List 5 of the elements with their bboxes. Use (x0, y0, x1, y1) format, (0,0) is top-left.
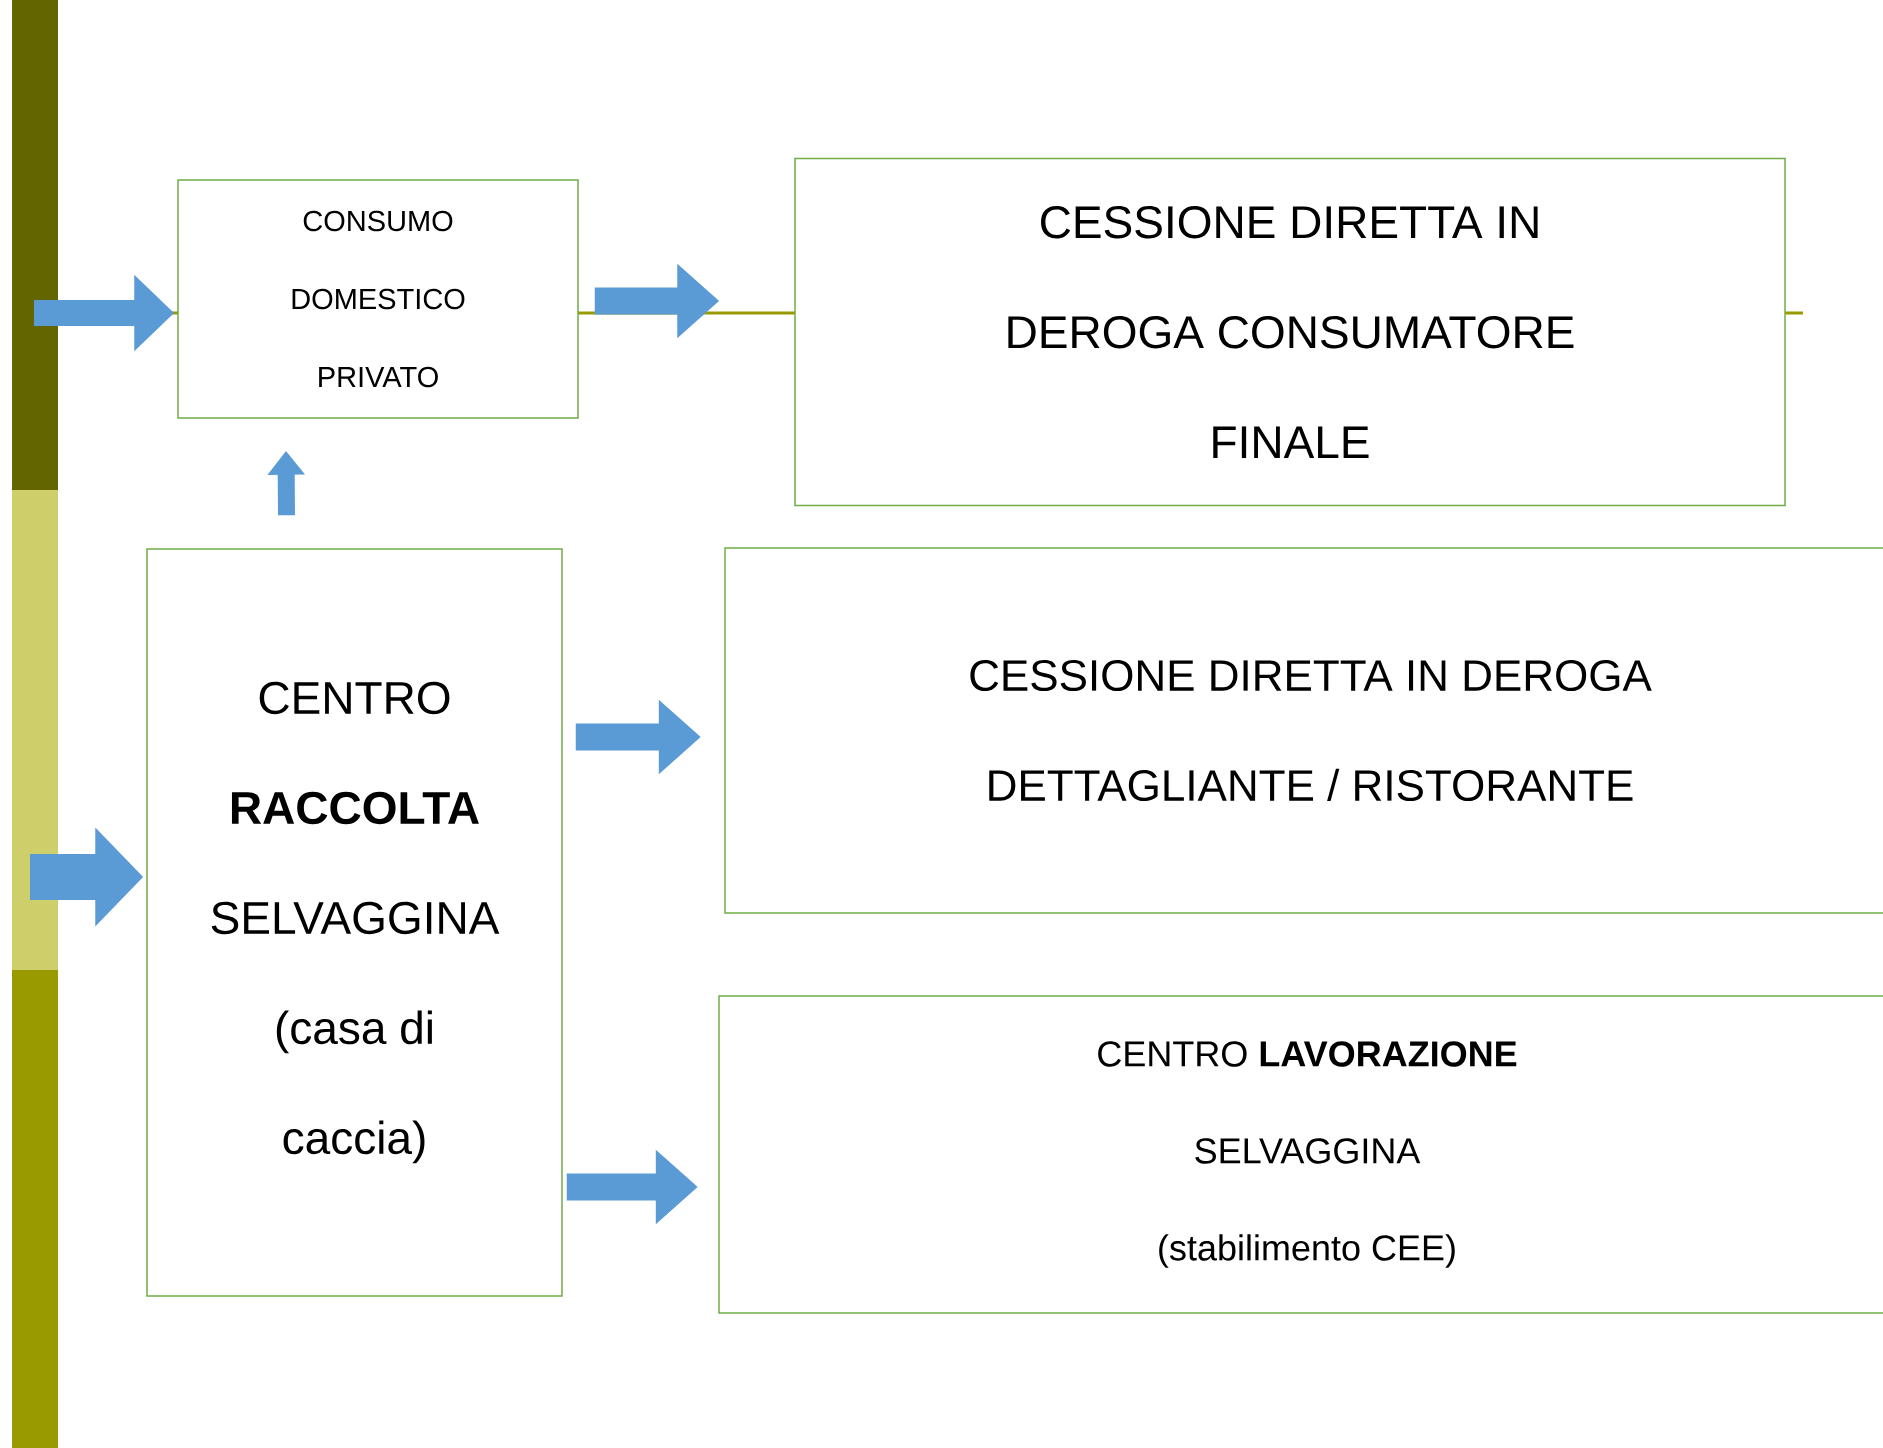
process-box: CONSUMO DOMESTICO PRIVATO (177, 179, 579, 419)
process-box: CESSIONE DIRETTA IN DEROGA CONSUMATORE FINALE (794, 157, 1786, 507)
process-box: CENTRO LAVORAZIONE SELVAGGINA (stabilimento CEE) (718, 995, 1883, 1314)
process-box: CENTRO RACCOLTA SELVAGGINA (casa di caccia) (146, 548, 563, 1297)
process-box: CESSIONE DIRETTA IN DEROGA DETTAGLIANTE / RISTORANTE (724, 547, 1883, 914)
